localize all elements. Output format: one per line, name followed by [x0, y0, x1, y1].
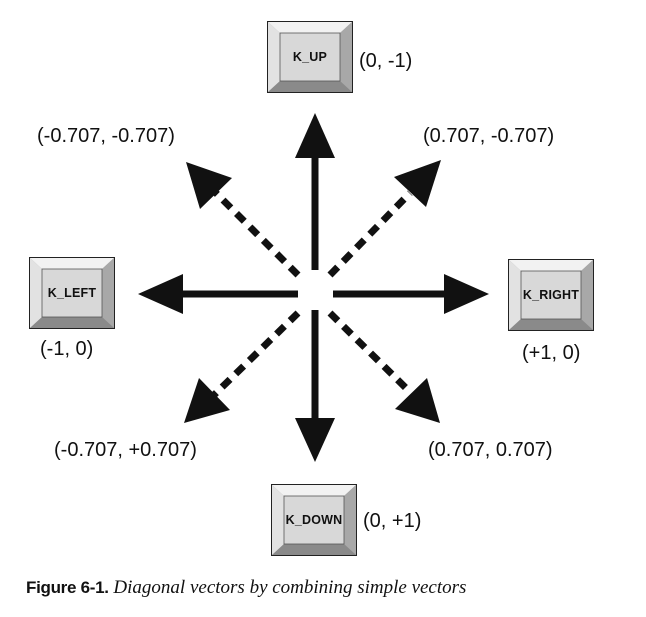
- arrow-right: [333, 274, 489, 314]
- arrow-left: [138, 274, 298, 314]
- key-right-label: K_RIGHT: [522, 288, 580, 302]
- vector-label-down-left: (-0.707, +0.707): [54, 439, 197, 461]
- key-right: K_RIGHT: [508, 259, 594, 331]
- figure-number: Figure 6-1.: [26, 578, 109, 597]
- vector-label-down: (0, +1): [363, 510, 422, 532]
- key-up-shape: [267, 21, 353, 93]
- figure-caption: Figure 6-1. Diagonal vectors by combinin…: [26, 578, 466, 597]
- vector-label-right: (+1, 0): [522, 342, 581, 364]
- arrow-up-left: [186, 162, 301, 278]
- figure-caption-text: Diagonal vectors by combining simple vec…: [108, 577, 467, 598]
- arrow-up: [295, 113, 335, 270]
- arrow-down-left: [184, 310, 301, 423]
- vector-label-up: (0, -1): [359, 50, 413, 72]
- vector-label-left: (-1, 0): [40, 338, 94, 360]
- key-down-label: K_DOWN: [285, 513, 343, 527]
- key-up-label: K_UP: [292, 50, 328, 64]
- key-left-label: K_LEFT: [47, 286, 97, 300]
- key-up: K_UP: [267, 21, 353, 93]
- vector-label-up-left: (-0.707, -0.707): [37, 125, 175, 147]
- arrow-down-right: [327, 310, 440, 423]
- arrow-down: [295, 310, 335, 462]
- key-down-shape: [271, 484, 357, 556]
- vector-label-down-right: (0.707, 0.707): [428, 439, 553, 461]
- key-left-shape: [29, 257, 115, 329]
- key-down: K_DOWN: [271, 484, 357, 556]
- key-left: K_LEFT: [29, 257, 115, 329]
- arrow-up-right: [327, 160, 441, 278]
- vector-label-up-right: (0.707, -0.707): [423, 125, 555, 147]
- key-right-shape: [508, 259, 594, 331]
